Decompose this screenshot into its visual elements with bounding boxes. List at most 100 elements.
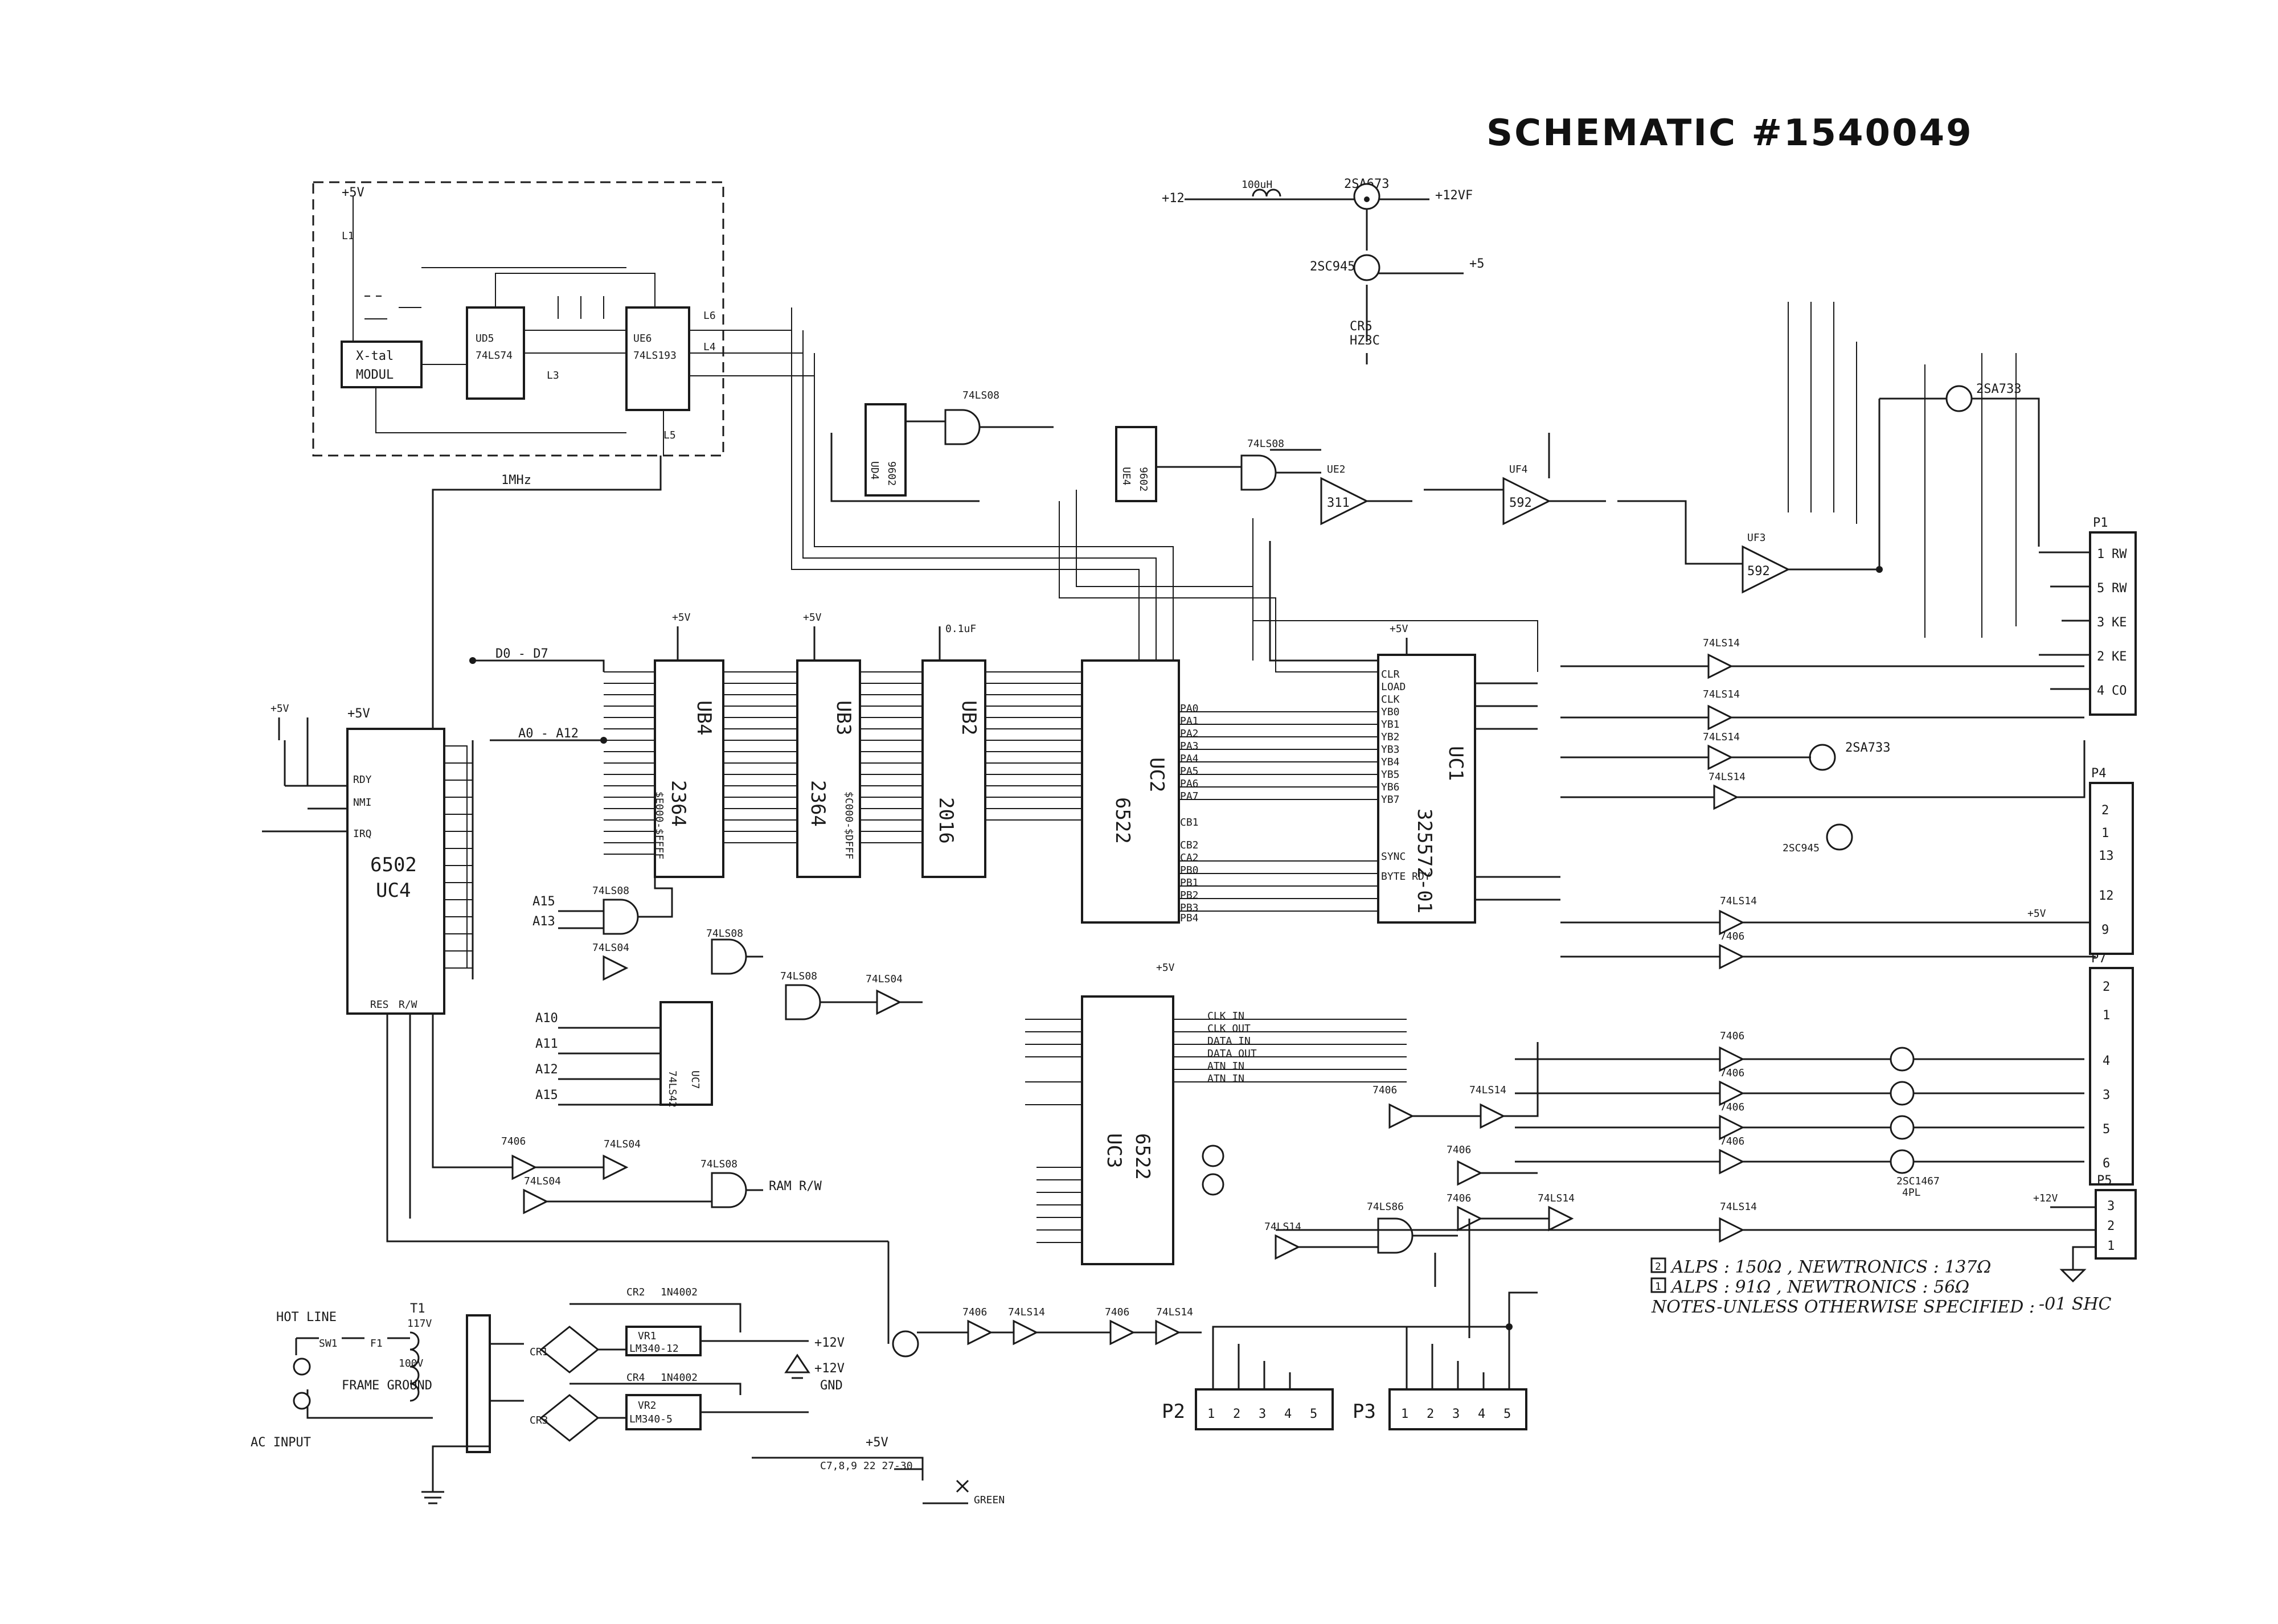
connector-p7: P7 2 1 4 3 5 6 [2089,952,2134,1186]
gcr-vcc: +5V [1390,623,1408,635]
gate-label-74ls04-b: 74LS04 [604,1138,641,1150]
serial-bus-gates: 7406 74LS14 7406 7406 74LS14 74LS86 74LS… [1264,1042,1575,1338]
power-cr3: CR3 [530,1414,548,1426]
gcr-yb5: YB5 [1381,769,1400,781]
via1-ca2: CA2 [1180,852,1199,864]
p5-label: P5 [2097,1174,2112,1188]
connector-p3: P3 1 2 3 4 5 [1212,1291,1538,1430]
power-f1: F1 [370,1338,383,1350]
p7-pin-4: 4 [2103,1054,2110,1068]
p2-label: P2 [1162,1400,1185,1423]
ud5-type: 74LS74 [476,350,513,362]
label-lower-3: 7406 [1105,1306,1129,1318]
ud5-ref: UD5 [476,333,494,345]
motor-q-2sc945: 2SC945 [1783,842,1820,854]
oneshot2-ref: UE4 [1120,467,1132,486]
connector-p3-body [1388,1388,1527,1430]
gcr-yb0: YB0 [1381,706,1400,718]
via1-pa2: PA2 [1180,728,1199,740]
p5-pin-1: 1 [2107,1239,2115,1253]
gate-74ls04-label-1: 74LS04 [866,973,903,985]
chip-via-uc2 [1081,659,1180,924]
label-ud3-a: 74LS08 [962,389,999,401]
amp-hz3c: HZ3C [1350,334,1380,348]
memory-block: 2364 UB4 $E000-$FFFF 2364 UB3 $C000-$DFF… [653,612,986,878]
test-point-1 [1202,1145,1224,1167]
via1-pa1: PA1 [1180,715,1199,727]
decoder-ref: UC7 [689,1071,701,1089]
label-p4b: 7406 [1720,930,1744,942]
address-bus-label: A0 - A12 [518,727,579,741]
via1-pa0: PA0 [1180,703,1199,715]
p7-pin-1: 1 [2103,1008,2110,1023]
p1-label: P1 [2093,516,2108,530]
gcr-clr: CLR [1381,669,1400,680]
label-74ls14-a: 74LS14 [1469,1084,1506,1096]
p1-sig-5: RW [2112,581,2127,596]
head-amp-block: +12 100uH 2SA673 +12VF 2SC945 +5 CR5 HZ3… [1162,177,1485,364]
gate-label-74ls04-c: 74LS04 [524,1175,561,1187]
rom1-range: $E000-$FFFF [653,792,665,859]
label-s1: 7406 [1720,1030,1744,1042]
gate-74ls08-label-2: 74LS08 [706,928,743,940]
ue6-type: 74LS193 [633,350,677,362]
p4-pin-9: 9 [2101,923,2109,937]
label-s2: 7406 [1720,1067,1744,1079]
p7-pin-3: 3 [2103,1088,2110,1102]
label-s4: 7406 [1720,1135,1744,1147]
power-sw1: SW1 [319,1338,338,1350]
ram-rw-net: RAM R/W [769,1179,822,1194]
gcr-yb3: YB3 [1381,744,1400,756]
chip-rom-ub4 [654,659,724,878]
connector-p2: P2 1 2 3 4 5 [1162,1388,1334,1430]
schematic-title: SCHEMATIC #1540049 [1486,112,1973,154]
p4-vcc: +5V [2027,908,2046,920]
rom2-ref: UB3 [832,700,855,735]
via2-ref: UC3 [1103,1133,1125,1168]
inverter-7406-p4b [1719,944,1745,970]
inverter-74ls14-m3 [1707,744,1734,770]
connector-p1: P1 1 RW 5 RW 3 KE 2 KE 4 CO [2039,516,2137,716]
amp-cr5: CR5 [1350,319,1372,334]
p2-pin-1: 1 [1207,1407,1215,1421]
regulator-vr2 [625,1394,702,1430]
comparator-name: 311 [1327,496,1350,510]
p4-label: P4 [2091,766,2107,781]
transistor-q2 [1353,254,1380,281]
via1-cb2: CB2 [1180,839,1199,851]
rom1-name: 2364 [667,780,690,827]
label-p4a: 74LS14 [1720,895,1757,907]
stepper-q4 [1890,1149,1915,1174]
chip-6502-uc4 [346,728,445,1015]
chip-rom-ub3 [796,659,861,878]
sheet-suffix: -01 SHC [2039,1294,2112,1314]
via1-pa7: PA7 [1180,790,1199,802]
data-bus-label: D0 - D7 [495,647,548,661]
power-supply-block: HOT LINE FRAME GROUND AC INPUT T1 117V 1… [251,1286,1005,1506]
power-diode-b: 1N4002 [661,1372,698,1384]
connector-p4: P4 2 1 13 12 9 +5V [2027,766,2134,955]
p1-sig-3: KE [2112,616,2127,630]
via1-pb0: PB0 [1180,864,1199,876]
p4-pin-2: 2 [2101,803,2109,818]
via2-data-in: DATA IN [1207,1035,1251,1047]
connector-p5-body [2095,1189,2137,1260]
power-vr2-type: LM340-5 [629,1413,673,1425]
p4-pin-1: 1 [2101,826,2109,840]
p4-pin-12: 12 [2099,889,2114,903]
chip-via-uc3 [1081,995,1174,1265]
stepper-phase: 4PL [1902,1187,1921,1199]
comparator-ref: UE2 [1327,464,1346,475]
stepper-q1 [1890,1047,1915,1072]
and-gate-uc6-2 [711,938,747,975]
power-vr1: VR1 [638,1330,657,1342]
oneshot1-name: 9602 [886,461,898,486]
label-lower-2: 74LS14 [1008,1306,1045,1318]
ue6-ref: UE6 [633,333,652,345]
amp-592-name: 592 [1509,496,1532,510]
and-gate-uc6-1 [603,899,639,935]
decoder-name: 74LS42 [666,1071,678,1108]
label-ud3-b: 74LS08 [1247,438,1284,450]
p3-pin-2: 2 [1427,1407,1434,1421]
